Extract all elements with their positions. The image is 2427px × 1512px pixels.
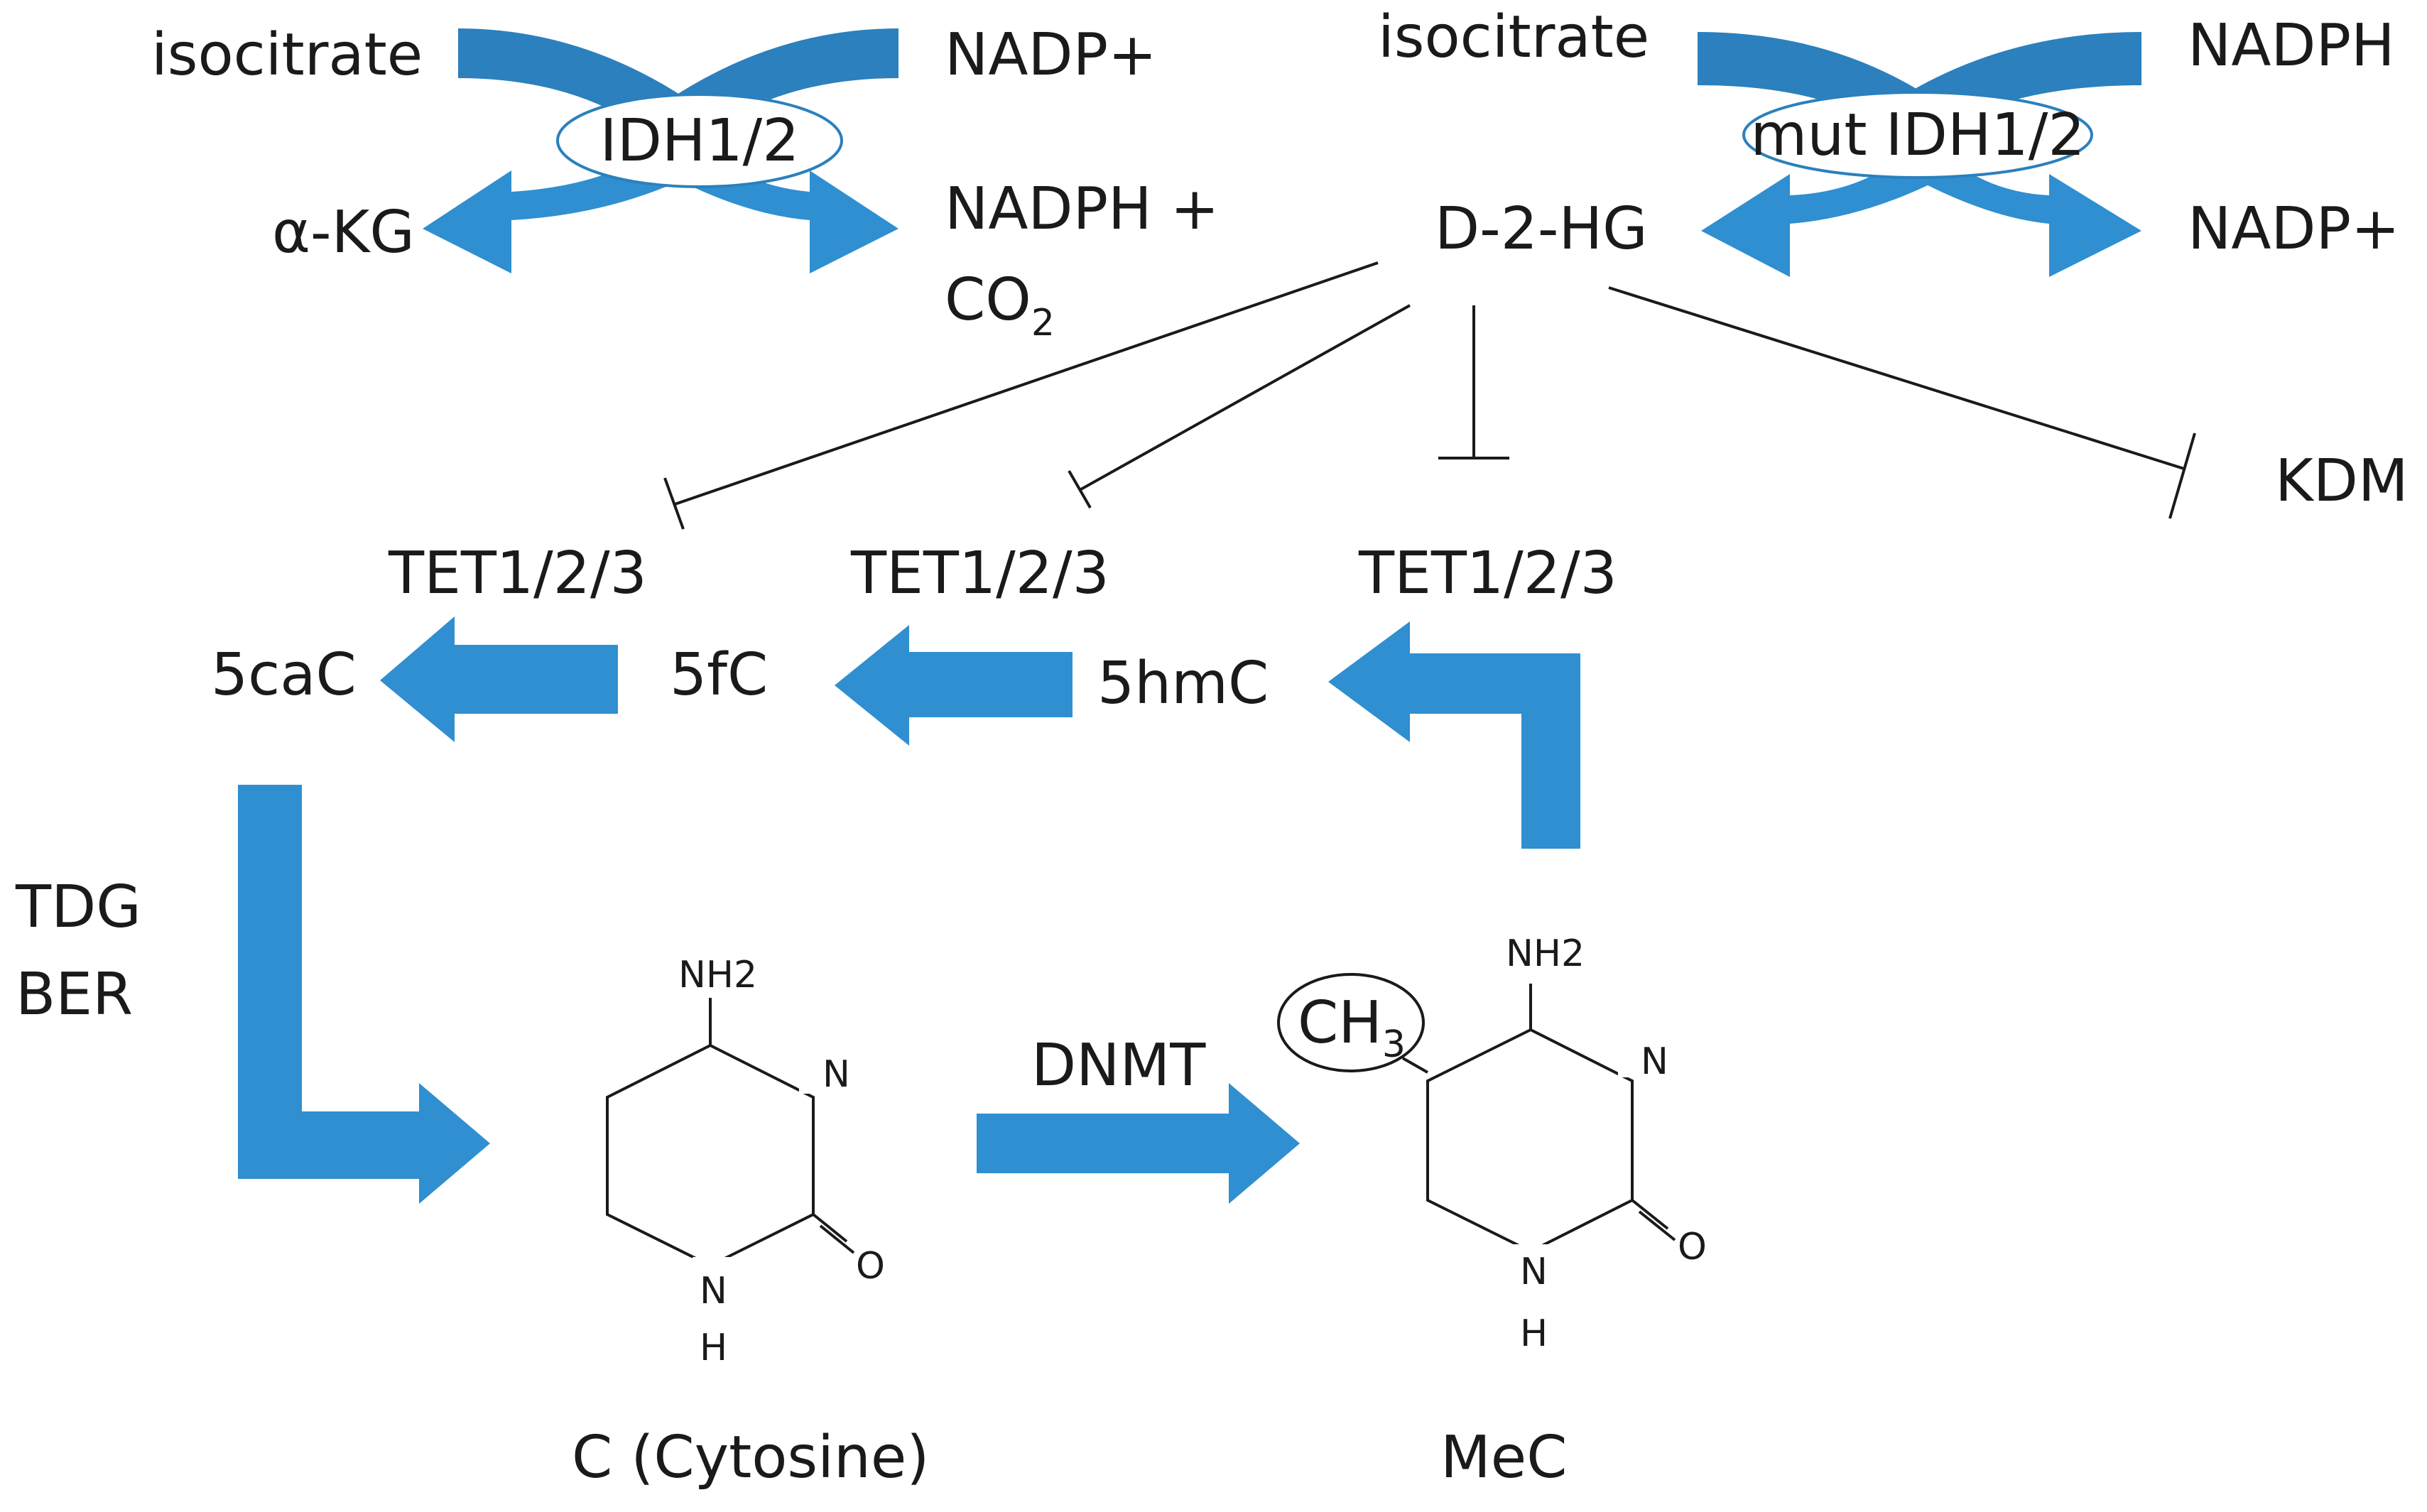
mec-n-mask — [1618, 1038, 1657, 1077]
arrow-5cac-to-cytosine — [238, 785, 490, 1204]
arrow-5hmc-to-5fc — [835, 625, 1073, 746]
cytosine-carbonyl-bond-2 — [819, 1224, 855, 1254]
idh-enzyme-label: IDH1/2 — [600, 107, 800, 175]
5fc-label: 5fC — [670, 641, 768, 709]
mutant-idh-reaction: mut IDH1/2 isocitrate NADPH D-2-HG NADP+ — [1378, 4, 2400, 277]
methylcytosine-structure: CH3 NH2 N O N H MeC — [1277, 932, 1707, 1491]
repair-pathway: TDG BER — [15, 785, 490, 1204]
ber-label: BER — [16, 961, 133, 1028]
akg-label: α-KG — [272, 199, 415, 266]
mec-nh-n-label: N — [1520, 1251, 1548, 1293]
cytosine-nh2-label: NH2 — [678, 954, 757, 996]
mec-methyl-bond — [1402, 1057, 1428, 1074]
mec-carbonyl-bond-1 — [1631, 1199, 1669, 1230]
mutant-isocitrate-label: isocitrate — [1378, 4, 1649, 71]
mec-nh-mask — [1511, 1244, 1551, 1288]
cytosine-n-label: N — [822, 1053, 850, 1096]
wildtype-nadp-label: NADP+ — [945, 21, 1157, 89]
methyl-group-circle — [1277, 973, 1425, 1072]
cytosine-nh-mask — [693, 1257, 732, 1303]
inhibition-line-tet-a — [674, 261, 1379, 506]
mut-idh-enzyme-label: mut IDH1/2 — [1750, 102, 2085, 169]
arrow-5fc-to-5cac — [380, 616, 618, 742]
tet-label-b: TET1/2/3 — [850, 540, 1109, 607]
cytosine-ring — [606, 1044, 815, 1268]
inhibition-bar-tet-a — [663, 477, 685, 530]
d2hg-inhibition-lines — [663, 261, 2196, 530]
idh-enzyme-ellipse — [556, 93, 843, 188]
methyl-group-label: CH3 — [1298, 989, 1406, 1066]
arrow-cytosine-to-mec — [977, 1083, 1300, 1204]
mut-idh-enzyme-ellipse — [1742, 91, 2093, 179]
cytosine-n-mask — [799, 1051, 838, 1094]
kdm-label: KDM — [2275, 447, 2409, 515]
mutant-nadp-out-label: NADP+ — [2188, 195, 2400, 263]
inhibition-bar-tet-b — [1068, 470, 1092, 508]
tet-label-c: TET1/2/3 — [1358, 540, 1617, 607]
tdg-label: TDG — [15, 874, 141, 941]
mec-o-label: O — [1678, 1226, 1707, 1268]
tet-label-a: TET1/2/3 — [388, 540, 647, 607]
methylation-step: DNMT — [977, 1032, 1300, 1204]
mec-nh2-label: NH2 — [1506, 932, 1585, 975]
mec-nh-h-label: H — [1520, 1312, 1548, 1355]
5hmc-label: 5hmC — [1097, 650, 1269, 717]
cytosine-structure: NH2 N O N H C (Cytosine) — [572, 954, 929, 1491]
cytosine-nh-n-label: N — [700, 1270, 727, 1312]
cytosine-o-label: O — [856, 1245, 885, 1288]
inhibition-line-tet-b — [1079, 304, 1411, 491]
inhibition-bar-kdm — [2168, 433, 2196, 519]
oxidation-chain: 5caC 5fC 5hmC — [211, 616, 1580, 849]
cytosine-caption: C (Cytosine) — [572, 1424, 929, 1491]
cytosine-nh-h-label: H — [700, 1327, 727, 1369]
co2-label: CO2 — [945, 266, 1055, 344]
arrow-mec-to-5hmc — [1328, 621, 1580, 849]
nadph-co2-label-line1: NADPH + — [945, 175, 1219, 243]
wildtype-isocitrate-label: isocitrate — [151, 21, 423, 89]
mec-caption: MeC — [1440, 1424, 1567, 1491]
mec-ring — [1426, 1028, 1634, 1253]
dnmt-label: DNMT — [1031, 1032, 1206, 1099]
5cac-label: 5caC — [211, 641, 357, 709]
inhibition-line-kdm — [1608, 286, 2185, 470]
wildtype-idh-reaction: IDH1/2 isocitrate NADP+ α-KG NADPH + CO2 — [151, 21, 1219, 344]
mec-n-label: N — [1641, 1040, 1668, 1083]
mutant-nadph-label: NADPH — [2188, 12, 2395, 80]
mec-carbonyl-bond-2 — [1638, 1210, 1676, 1241]
d2hg-label: D-2-HG — [1435, 195, 1648, 263]
cytosine-carbonyl-bond-1 — [812, 1213, 848, 1243]
